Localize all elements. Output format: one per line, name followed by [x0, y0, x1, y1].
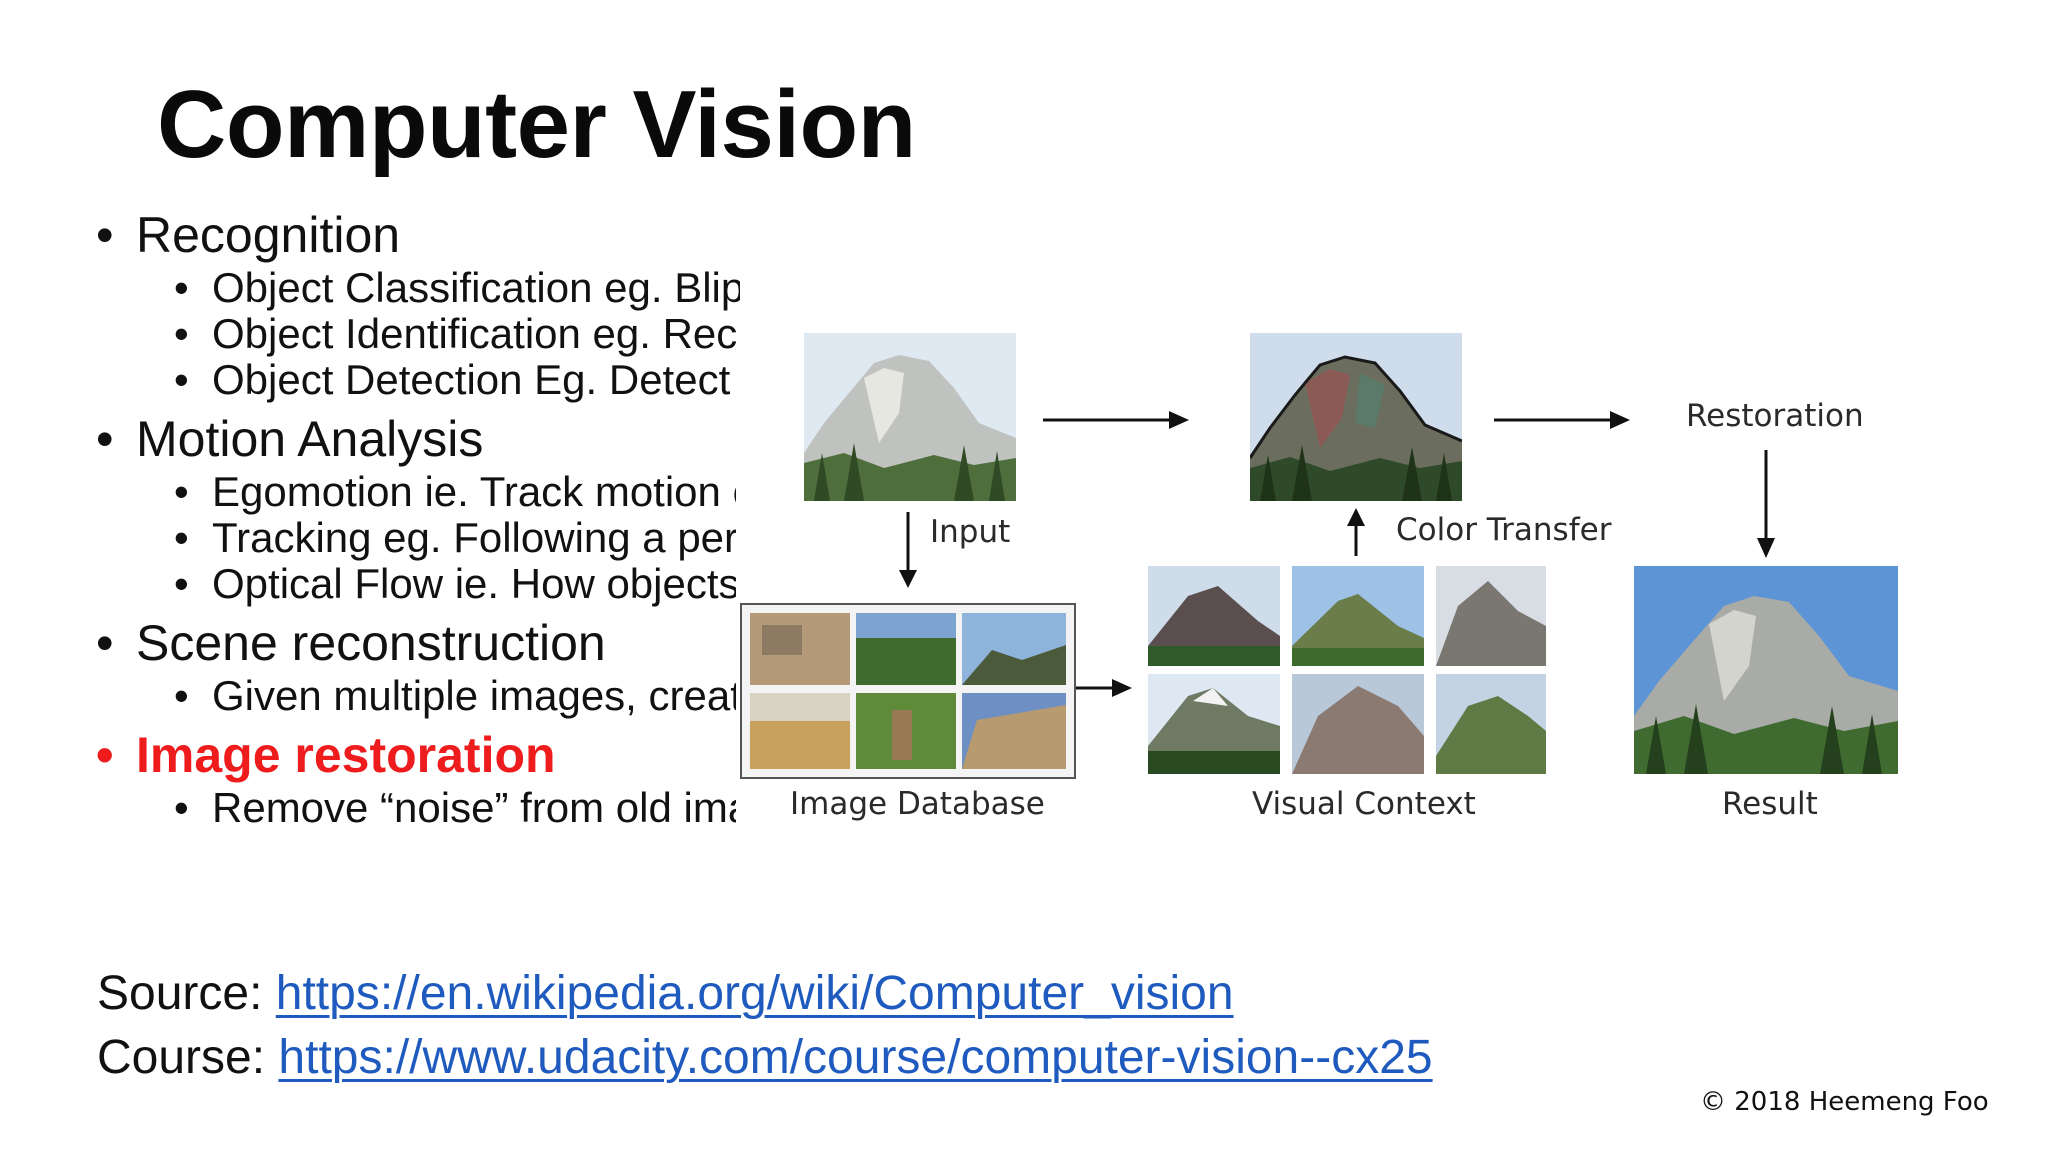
bullet-text: Object Detection Eg. Detect things — [212, 356, 740, 403]
bullet-dot: • — [174, 784, 189, 831]
color-transfer-photo — [1250, 333, 1462, 501]
arrow-up-icon — [1347, 508, 1365, 556]
input-photo — [804, 333, 1016, 501]
bullet-text: Image restoration — [136, 727, 556, 783]
bullet-dot: • — [96, 727, 114, 783]
image-database-frame — [740, 603, 1076, 779]
arrow-right-icon — [1076, 679, 1132, 697]
bullet-dot: • — [174, 560, 189, 607]
arrow-right-icon — [1043, 411, 1189, 429]
slide-title: Computer Vision — [157, 71, 916, 178]
bullet-dot: • — [174, 310, 189, 357]
label-result: Result — [1722, 786, 1818, 822]
source-link[interactable]: https://en.wikipedia.org/wiki/Computer_v… — [275, 967, 1234, 1020]
bullet-dot: • — [174, 468, 189, 515]
bullet-text: Given multiple images, create 3D model — [212, 672, 740, 719]
bullet-text: Tracking eg. Following a person — [212, 514, 740, 561]
label-color-transfer: Color Transfer — [1396, 512, 1612, 548]
course-label: Course: — [97, 1031, 266, 1084]
bullet-dot: • — [96, 411, 114, 467]
bullet-text: Remove “noise” from old images — [212, 784, 740, 831]
bullet-dot: • — [174, 514, 189, 561]
label-restoration: Restoration — [1686, 398, 1864, 434]
bullet-text: Egomotion ie. Track motion of camera — [212, 468, 740, 515]
bullet-text: Optical Flow ie. How objects move — [212, 560, 740, 607]
bullet-text: Recognition — [136, 207, 401, 263]
bullet-text: Object Classification eg. Blippar — [212, 264, 740, 311]
bullet-list: • Recognition • Object Classification eg… — [0, 0, 740, 860]
bullet-text: Object Identification eg. Recognize face… — [212, 310, 740, 357]
source-line: Source: https://en.wikipedia.org/wiki/Co… — [97, 966, 1234, 1021]
label-image-database: Image Database — [790, 786, 1045, 822]
course-line: Course: https://www.udacity.com/course/c… — [97, 1030, 1433, 1085]
bullet-text: Motion Analysis — [136, 411, 484, 467]
label-visual-context: Visual Context — [1252, 786, 1476, 822]
restoration-pipeline-diagram: Input Color Transfer Restoration Image D… — [736, 318, 1912, 838]
label-input: Input — [930, 514, 1011, 550]
arrow-down-icon — [899, 512, 917, 588]
course-link[interactable]: https://www.udacity.com/course/computer-… — [278, 1031, 1433, 1084]
copyright-notice: © 2018 Heemeng Foo — [1700, 1087, 1989, 1117]
bullet-dot: • — [174, 264, 189, 311]
bullet-dot: • — [96, 615, 114, 671]
result-photo — [1634, 566, 1898, 774]
source-label: Source: — [97, 967, 263, 1020]
bullet-dot: • — [96, 207, 114, 263]
bullet-dot: • — [174, 356, 189, 403]
arrow-right-icon — [1494, 411, 1630, 429]
bullet-dot: • — [174, 672, 189, 719]
visual-context-grid — [1148, 566, 1546, 774]
arrow-down-icon — [1757, 450, 1775, 558]
bullet-text: Scene reconstruction — [136, 615, 606, 671]
